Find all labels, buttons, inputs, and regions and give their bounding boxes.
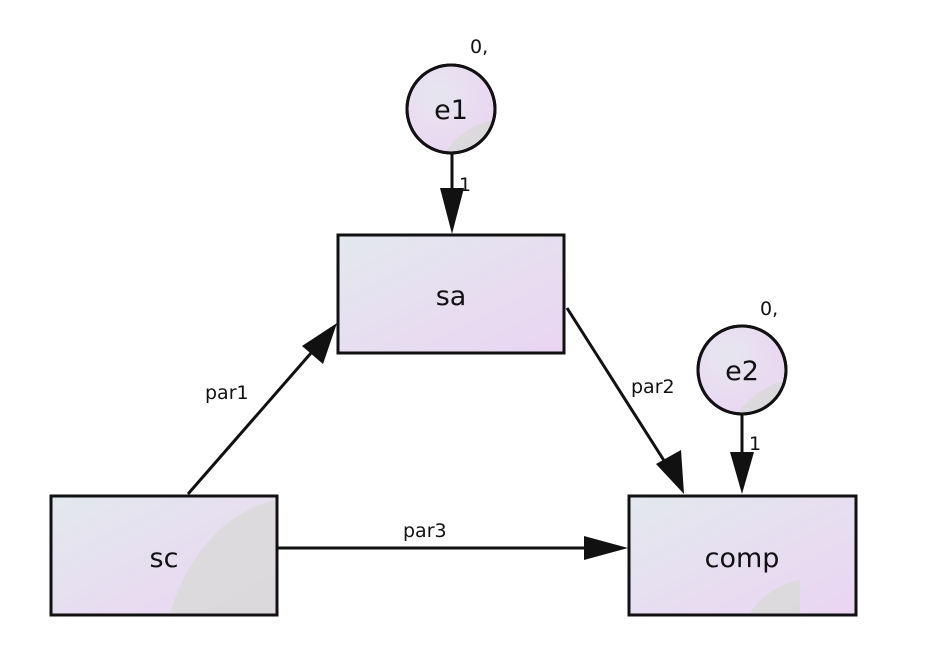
arrowhead-sa-to-comp — [656, 450, 684, 494]
box-sc[interactable]: sc — [49, 494, 279, 617]
circle-e2-label: e2 — [725, 356, 759, 387]
arrow-sc-to-sa — [186, 344, 320, 495]
arrow-sa-to-comp — [565, 307, 672, 471]
e2-mean-var-label: 0, — [760, 298, 778, 320]
box-sc-label: sc — [150, 543, 179, 574]
e1-loading-label: 1 — [459, 174, 471, 196]
box-sa-label: sa — [436, 281, 467, 312]
box-comp-label: comp — [705, 543, 780, 574]
circle-e1[interactable]: e1 — [405, 63, 497, 155]
box-sc-sheen — [170, 500, 275, 613]
arrowhead-e2-to-comp — [730, 452, 754, 494]
box-comp[interactable]: comp — [627, 494, 858, 617]
arrows — [186, 153, 754, 560]
circle-e2[interactable]: e2 — [696, 324, 788, 416]
box-comp-sheen — [750, 580, 800, 613]
e1-mean-var-label: 0, — [470, 36, 488, 58]
path-par1-label: par1 — [205, 382, 249, 404]
e2-loading-label: 1 — [749, 433, 761, 455]
arrowhead-e1-to-sa — [440, 188, 464, 234]
circle-e1-sheen — [446, 120, 492, 152]
box-sa[interactable]: sa — [336, 233, 566, 355]
path-par2-label: par2 — [631, 376, 675, 398]
circle-e2-sheen — [738, 380, 784, 413]
arrowhead-sc-to-sa — [302, 323, 337, 364]
path-par3-label: par3 — [403, 520, 447, 542]
arrowhead-sc-to-comp — [584, 536, 628, 560]
circle-e1-label: e1 — [434, 95, 468, 126]
